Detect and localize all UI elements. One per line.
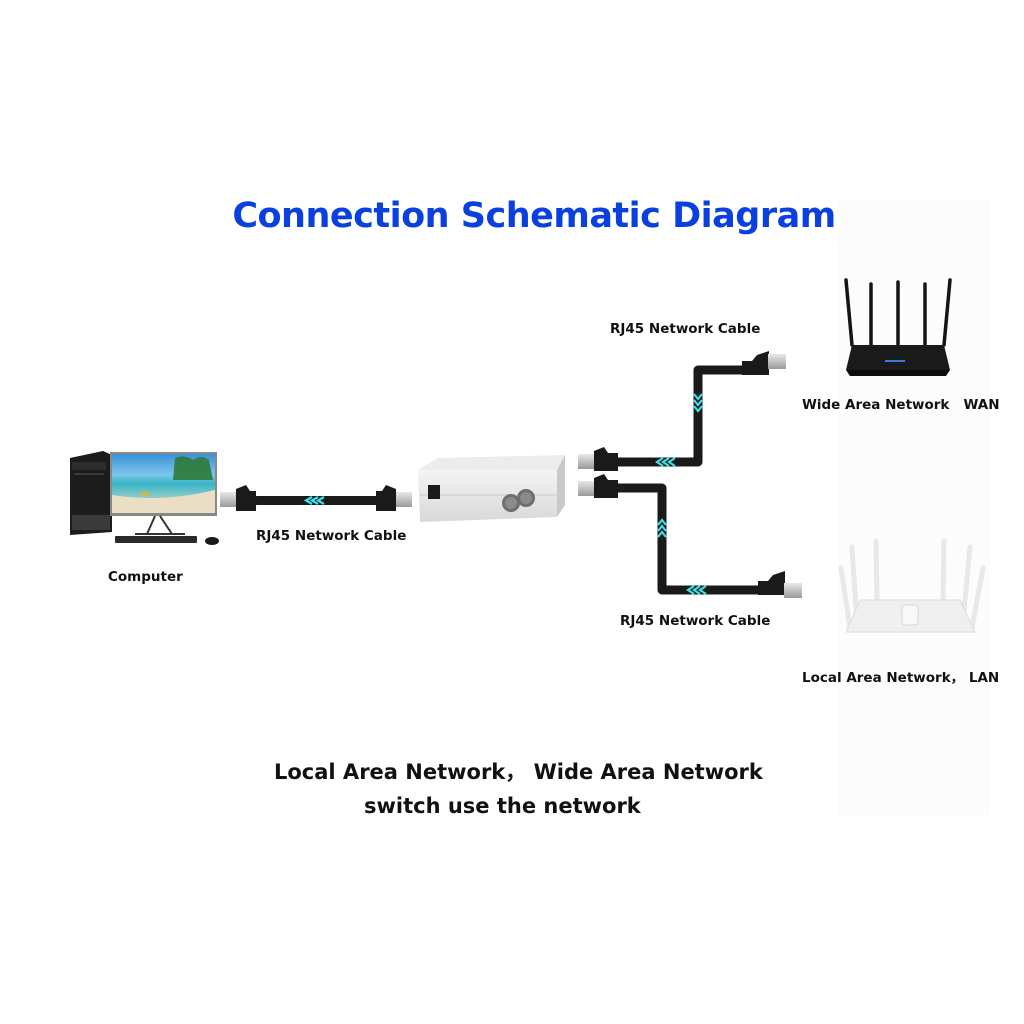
cable-computer-switch — [220, 485, 412, 511]
caption-line-2: switch use the network — [364, 794, 641, 818]
chevron-arrow-icon — [655, 393, 703, 467]
rj45-plug-left — [220, 485, 256, 511]
chevron-arrow-icon — [303, 496, 325, 505]
black-router-icon — [844, 278, 952, 376]
rj45-plug-switch-top — [578, 447, 618, 471]
chevron-arrow-icon — [657, 518, 707, 595]
caption-line-1: Local Area Network， Wide Area Network — [274, 760, 763, 784]
keyboard — [115, 536, 197, 543]
wan-router-label: Wide Area Network WAN — [802, 397, 1000, 413]
rj45-plug-switch-bottom — [578, 474, 618, 498]
computer-label: Computer — [108, 569, 183, 585]
computer-icon — [70, 451, 219, 545]
diagram-title: Connection Schematic Diagram — [232, 196, 836, 236]
pc-tower — [70, 451, 112, 535]
cable-label-switch-wan: RJ45 Network Cable — [610, 321, 761, 337]
network-switch-box-icon — [418, 455, 565, 522]
mouse — [205, 537, 219, 545]
cable-label-switch-lan: RJ45 Network Cable — [620, 613, 771, 629]
white-router-icon — [838, 538, 986, 633]
rj45-plug-right — [376, 485, 412, 511]
right-background-panel — [838, 200, 990, 815]
rj45-plug-lan — [758, 571, 802, 598]
monitor — [110, 452, 217, 535]
cable-switch-lan — [578, 474, 802, 598]
lan-router-label: Local Area Network， LAN — [802, 670, 1000, 686]
rj45-plug-wan — [742, 351, 786, 375]
cable-switch-wan — [578, 351, 786, 471]
cable-label-computer-switch: RJ45 Network Cable — [256, 528, 407, 544]
